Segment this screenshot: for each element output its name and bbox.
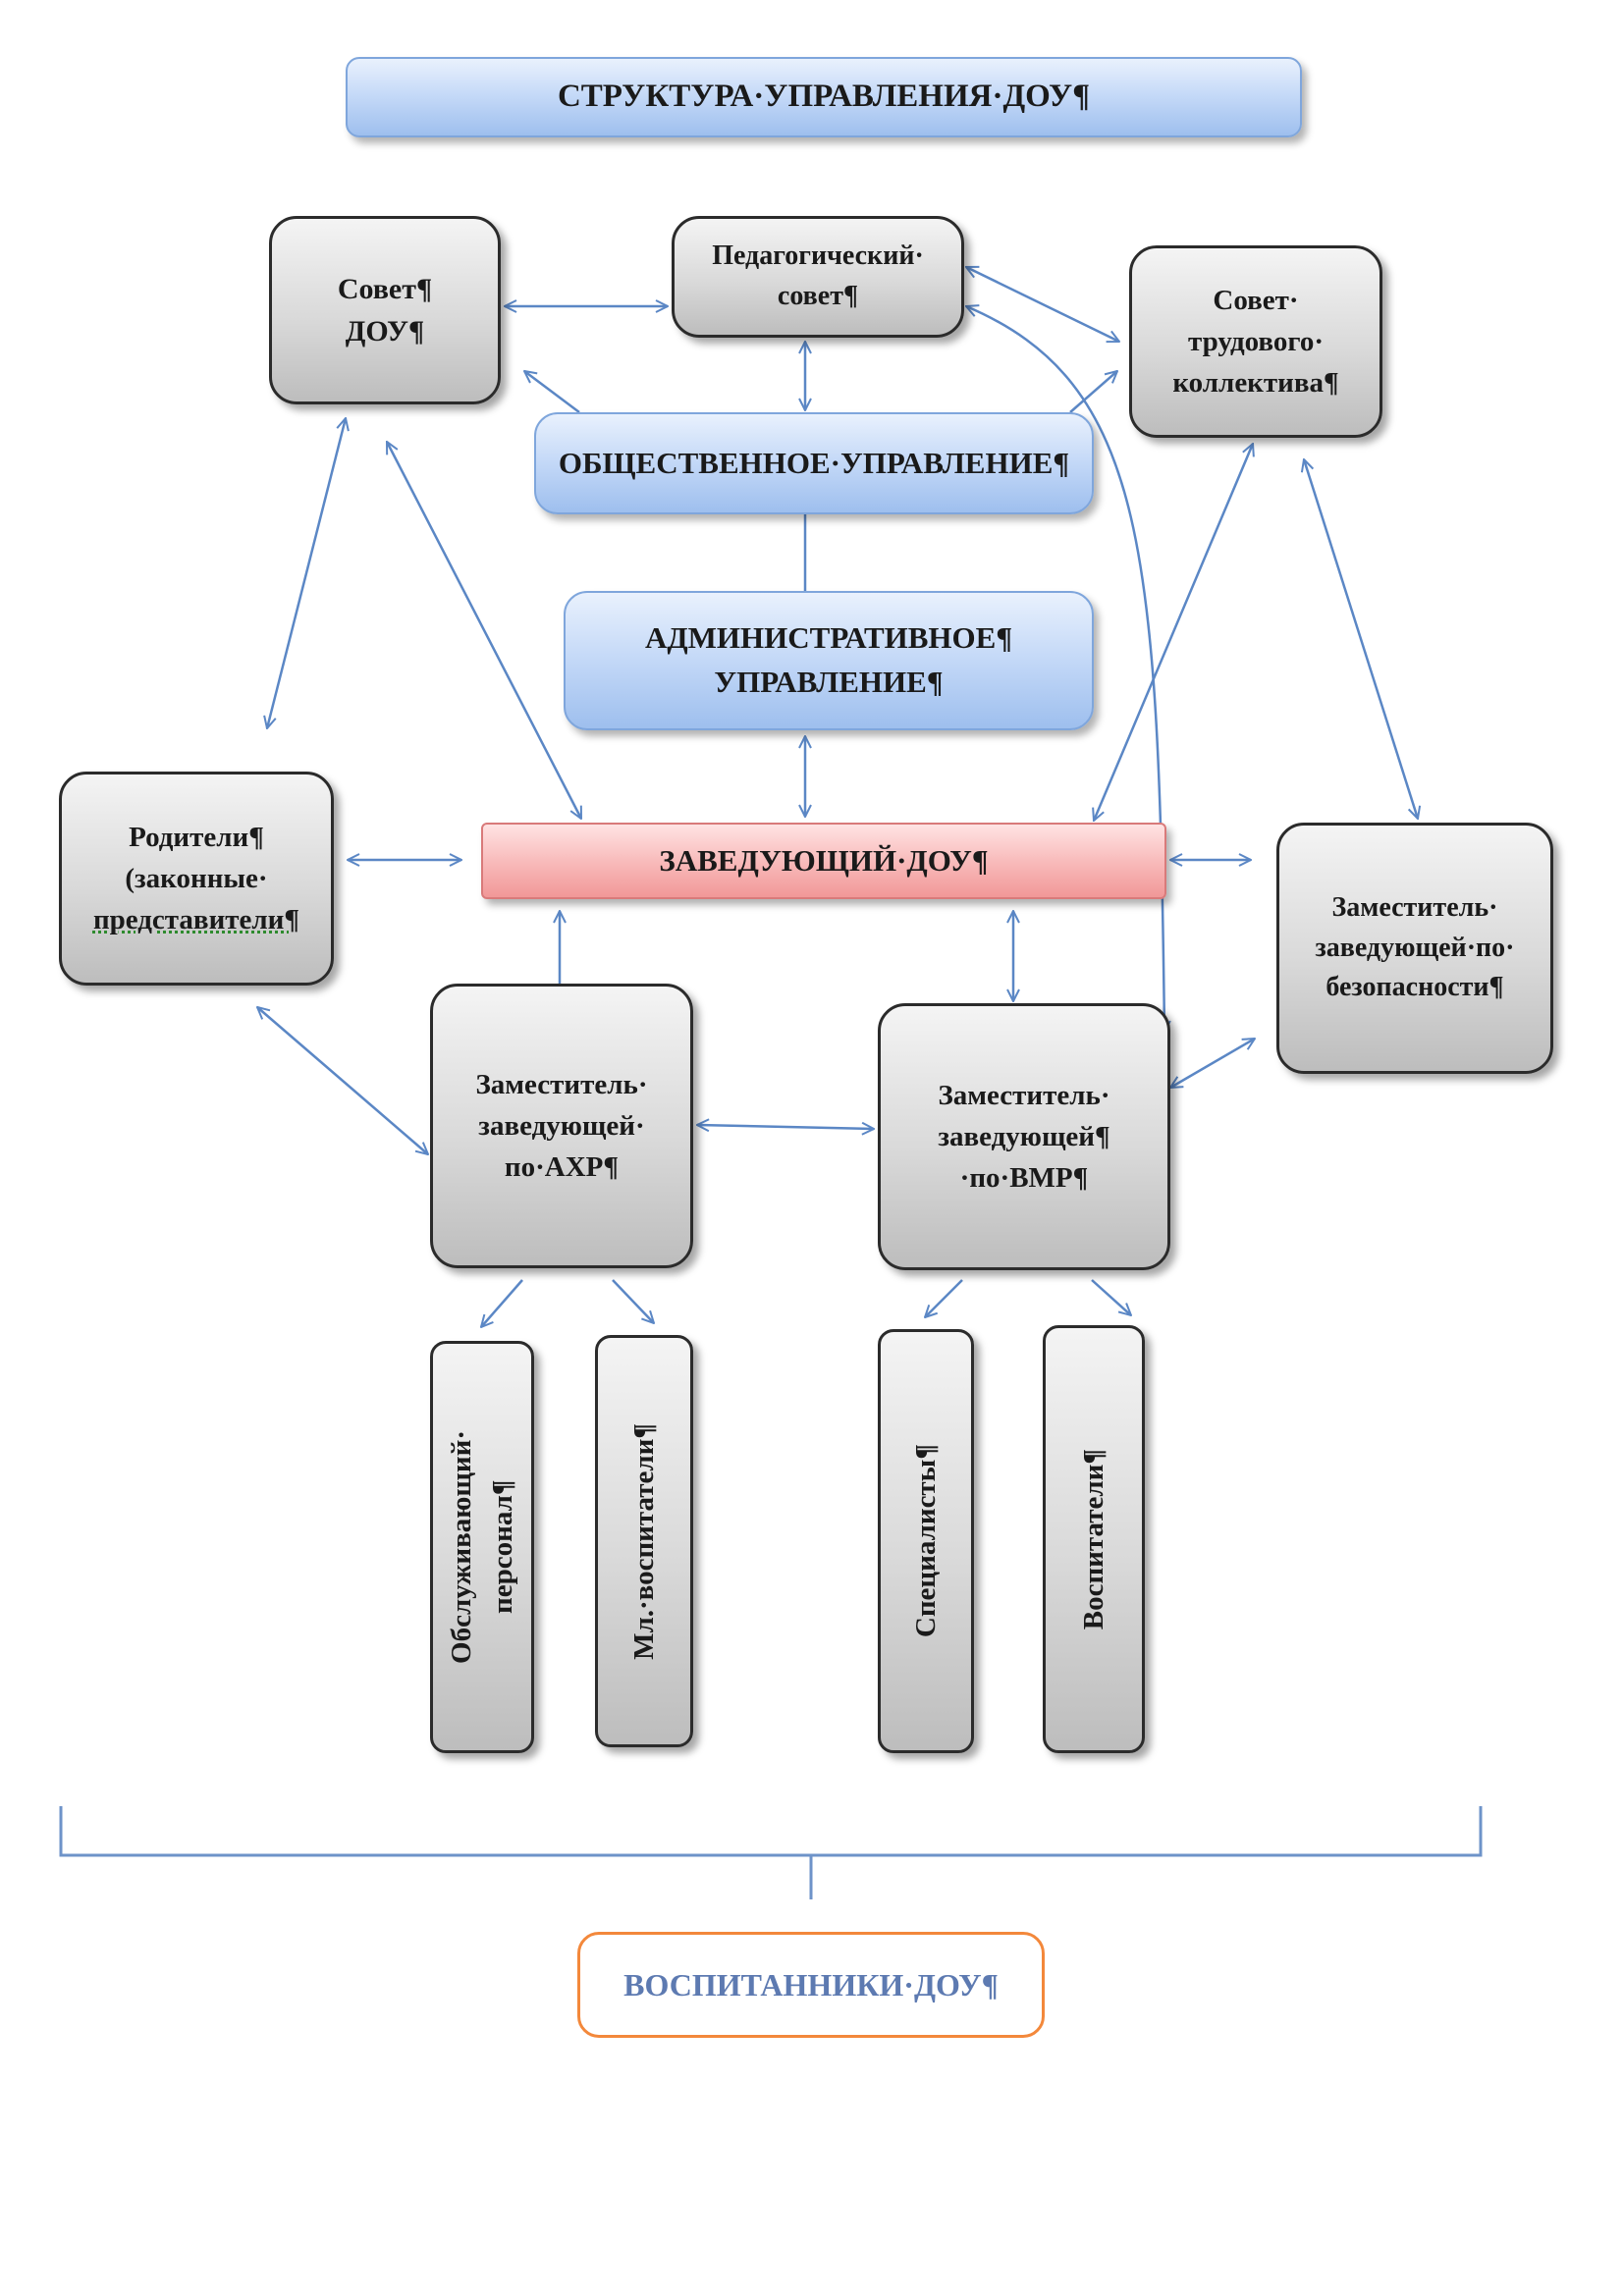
zam-ahr-box: Заместитель· заведующей· по·АХР¶ — [430, 984, 693, 1268]
vospitanniki-dou-box: ВОСПИТАННИКИ·ДОУ¶ — [577, 1932, 1045, 2038]
arrow-zam-ahr-ml — [612, 1279, 654, 1323]
arrow-zam-ahr-obsl — [481, 1279, 523, 1327]
specialisty-box: Специалисты¶ — [878, 1329, 974, 1753]
sovet-trud-kollektiva-box: Совет· трудового· коллектива¶ — [1129, 245, 1382, 438]
obsluzhivayushchiy-personal-box: Обслуживающий· персонал¶ — [430, 1341, 534, 1753]
group-brace — [59, 1806, 1483, 1899]
arrow-sovet-dou-zaveduyushchiy — [385, 442, 583, 819]
roditeli-box: Родители¶ (законные· представители¶ — [59, 772, 334, 986]
arrow-sovet-dou-roditeli — [267, 418, 346, 728]
arrow-zam-vmr-vosp — [1091, 1279, 1131, 1315]
arrow-obshch-sovet-dou — [524, 371, 580, 413]
arrow-roditeli-zam-ahr — [257, 1007, 428, 1154]
vospitateli-box: Воспитатели¶ — [1043, 1325, 1145, 1753]
zaveduyushchiy-dou-box: ЗАВЕДУЮЩИЙ·ДОУ¶ — [481, 823, 1166, 899]
arrow-sovet-trud-zam-bez — [1304, 459, 1418, 819]
administrativnoe-upravlenie-box: АДМИНИСТРАТИВНОЕ¶ УПРАВЛЕНИЕ¶ — [564, 591, 1094, 730]
zam-vmr-box: Заместитель· заведующей¶ ·по·ВМР¶ — [878, 1003, 1170, 1270]
arrow-zam-vmr-zam-bez — [1170, 1039, 1255, 1088]
ml-vospitateli-box: Мл.·воспитатели¶ — [595, 1335, 693, 1747]
obshchestvennoe-upravlenie-box: ОБЩЕСТВЕННОЕ·УПРАВЛЕНИЕ¶ — [534, 412, 1094, 514]
arrow-zam-ahr-zam-vmr — [697, 1125, 874, 1129]
ped-sovet-box: Педагогический· совет¶ — [672, 216, 964, 338]
diagram-title: СТРУКТУРА·УПРАВЛЕНИЯ·ДОУ¶ — [346, 57, 1302, 137]
sovet-dou-box: Совет¶ ДОУ¶ — [269, 216, 501, 404]
zam-bezopasnosti-box: Заместитель· заведующей·по· безопасности… — [1276, 823, 1553, 1074]
arrow-ped-sovet-sovet-trud — [966, 267, 1119, 342]
arrow-zam-vmr-spec — [925, 1279, 963, 1317]
arrow-sovet-trud-zaveduyushchiy — [1094, 444, 1253, 821]
